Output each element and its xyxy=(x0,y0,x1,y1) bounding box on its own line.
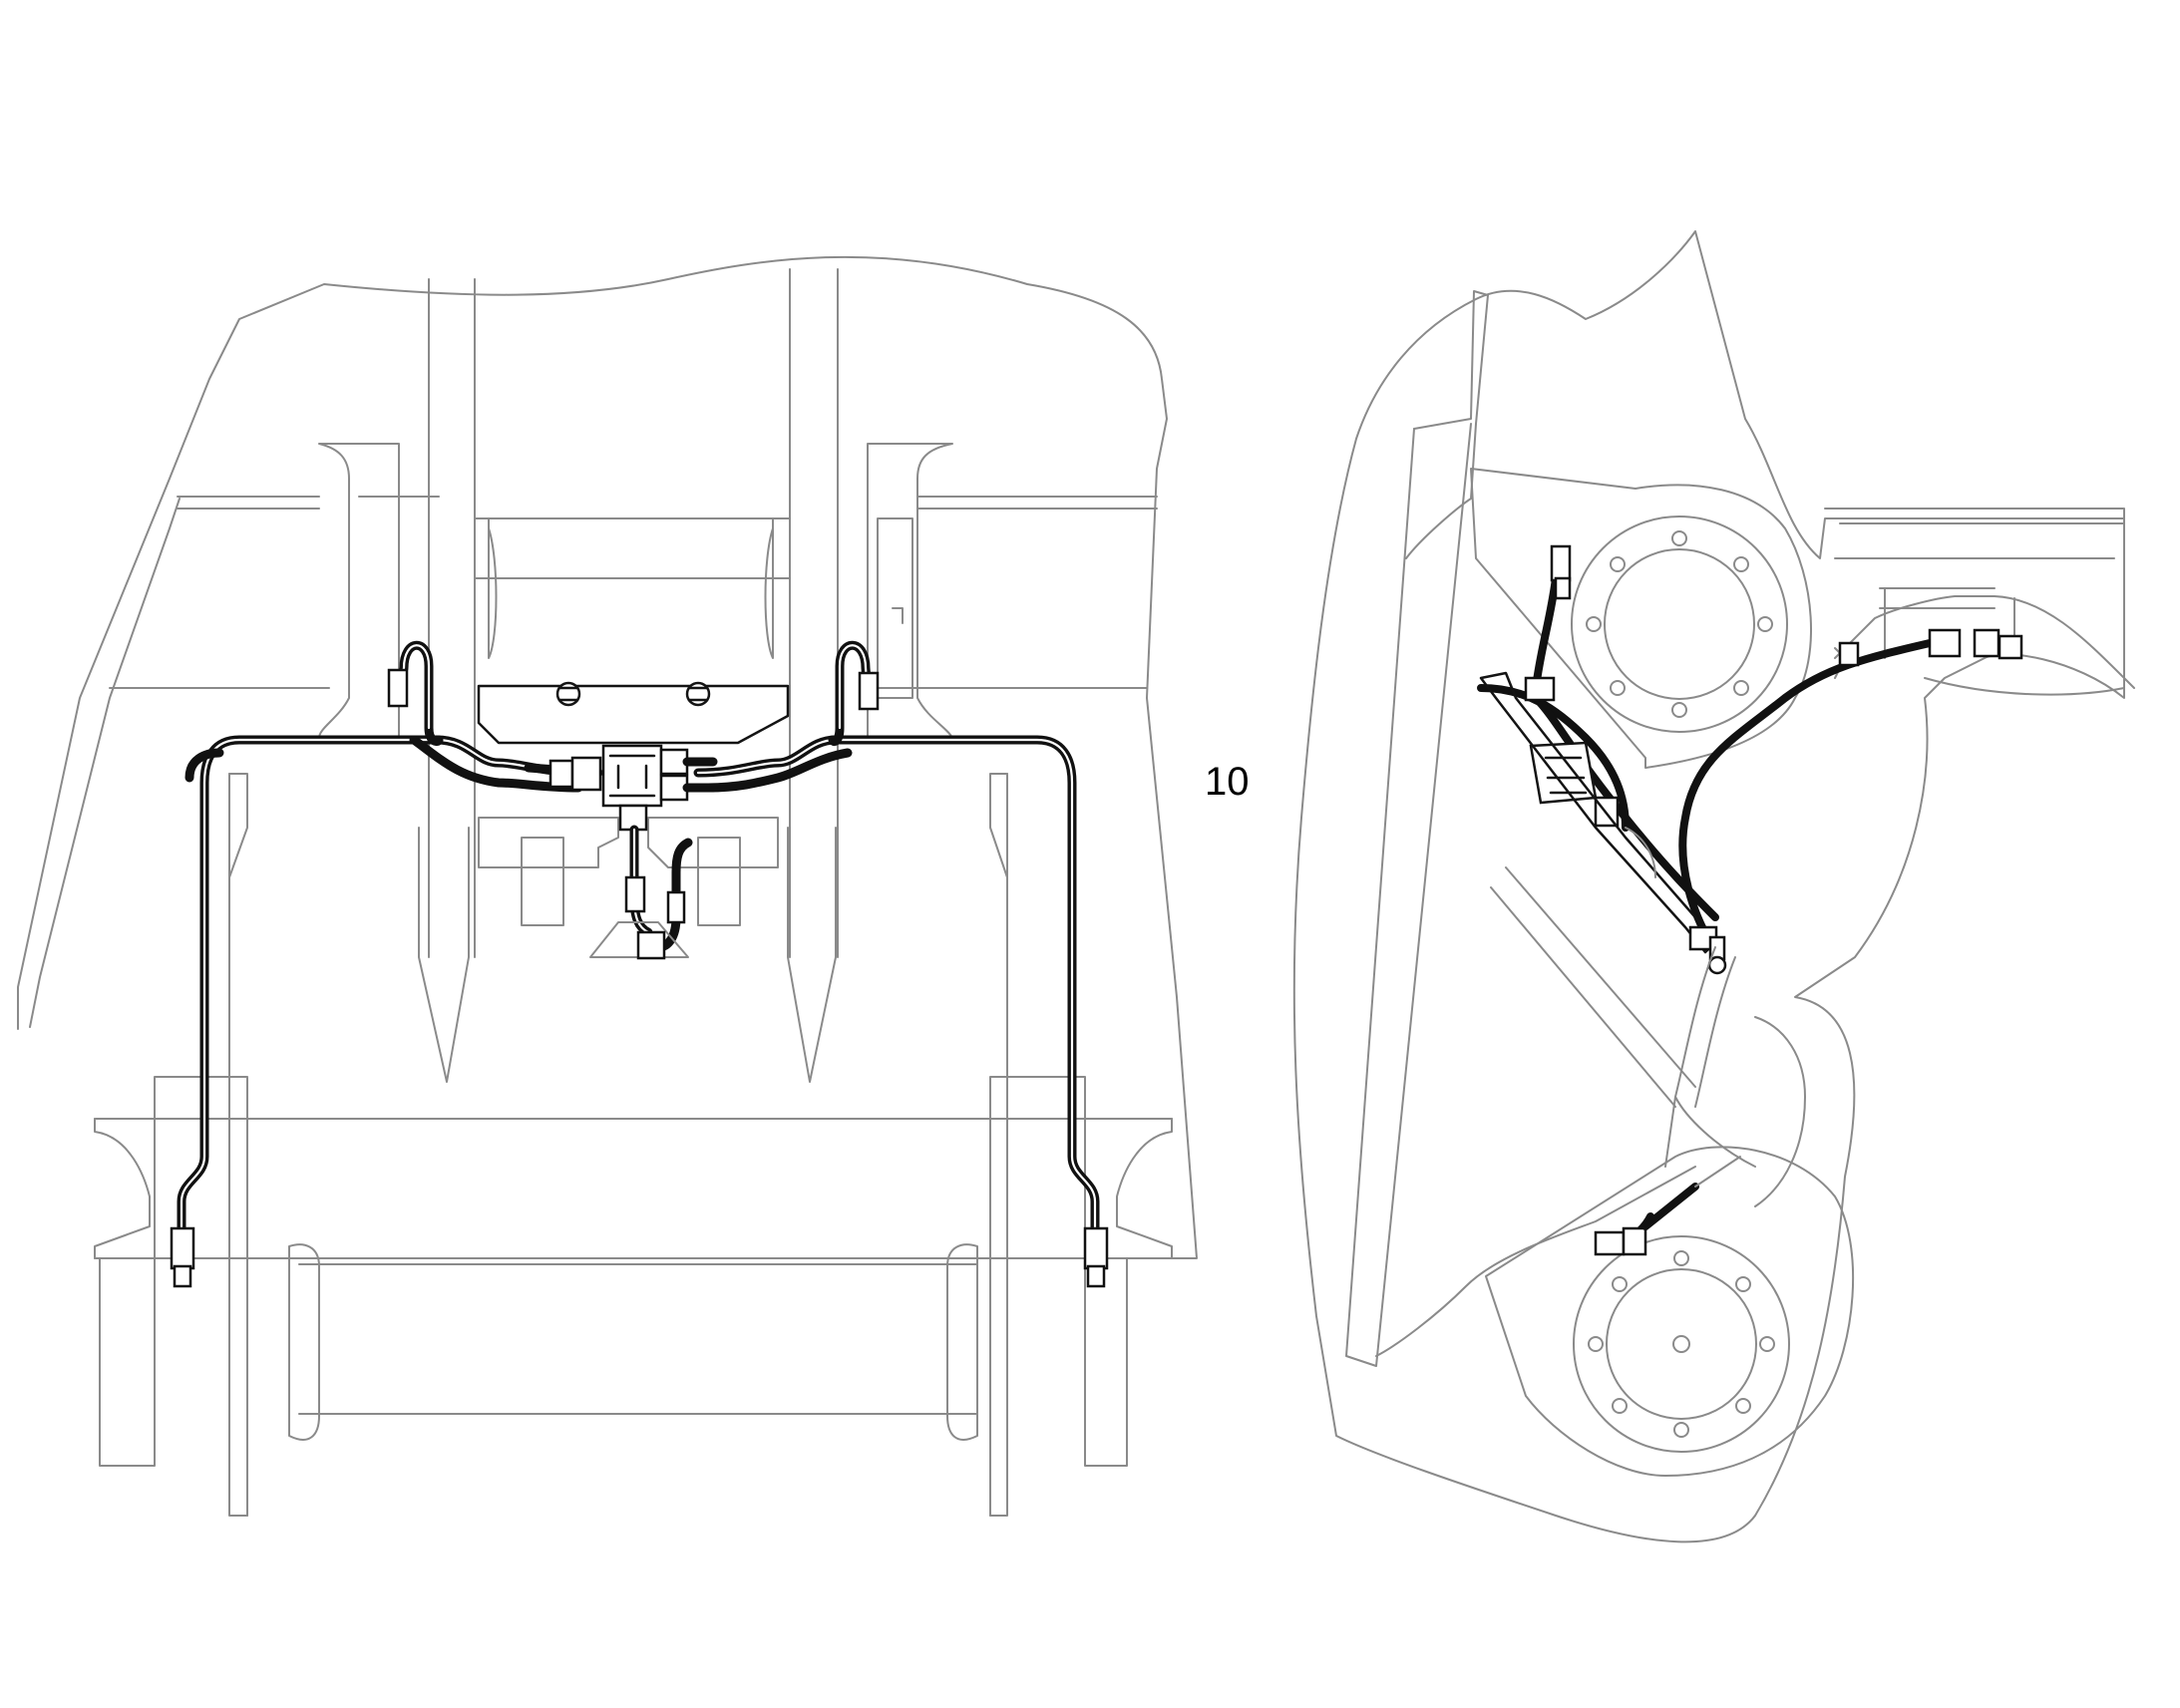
manifold-right-hoses xyxy=(682,757,718,793)
hub-upper-hose xyxy=(1532,574,1560,692)
callout-10-label: 10 xyxy=(1205,760,1250,804)
right-tine xyxy=(787,827,837,1083)
boom-arm-underside xyxy=(1924,677,2125,696)
lower-hub-hose-fitting-b xyxy=(1622,1226,1647,1256)
right-end-fitting xyxy=(1083,1226,1109,1270)
lower-hub-bolts xyxy=(1588,1250,1775,1438)
lower-mechanism-housing xyxy=(1485,1146,1855,1477)
lower-frame-right-outer xyxy=(989,1257,1128,1517)
lower-frame-right-ear xyxy=(1116,1118,1173,1259)
lower-bracket-block-right xyxy=(697,837,741,926)
side-view-upper-panel xyxy=(1405,290,1489,559)
diagonal-hose-lower xyxy=(1532,694,1719,921)
secondary-hose-loop xyxy=(184,735,853,793)
lower-hub-hose-tail xyxy=(1694,1156,1741,1188)
boom-hose-fitting-a xyxy=(1928,628,1962,658)
lower-hub-hose-fitting-a xyxy=(1594,1230,1626,1256)
left-end-fitting-nut xyxy=(173,1264,192,1288)
left-end-fitting xyxy=(170,1226,195,1270)
boom-hose-end-left xyxy=(1838,641,1860,667)
diagonal-lower-edge xyxy=(1490,866,1696,1108)
lower-hub-outer xyxy=(1573,1235,1790,1453)
lower-frame-crossbar xyxy=(298,1263,978,1415)
right-upper-hose-core xyxy=(838,644,870,730)
lower-bracket xyxy=(478,817,779,868)
manifold-left-fitting-a xyxy=(548,759,574,789)
left-flange xyxy=(318,443,400,739)
center-left-column xyxy=(488,517,498,659)
upper-hub-inner xyxy=(1604,548,1755,700)
upper-hub-outer xyxy=(1571,515,1788,733)
plate-bolt-left xyxy=(555,681,581,707)
boom-hose-fitting-b xyxy=(1973,628,2000,658)
lower-return-fitting xyxy=(666,890,686,924)
hub-upper-hose-fitting xyxy=(1550,544,1572,582)
upper-band xyxy=(177,496,1158,510)
side-view-outer-silhouette xyxy=(1292,230,2125,1543)
lower-frame-left-ear xyxy=(94,1118,151,1259)
plate-bolt-left-hex xyxy=(557,686,579,702)
plate-bolt-right xyxy=(685,681,711,707)
side-curved-arm-2 xyxy=(1754,1016,1806,1207)
manifold-plate xyxy=(477,684,790,745)
side-view-diagonal-panel xyxy=(1345,423,1472,1367)
right-side-bracket xyxy=(877,517,913,699)
lower-connector-block xyxy=(636,930,666,960)
left-post xyxy=(428,278,476,958)
diagonal-fitting-a xyxy=(1524,676,1556,702)
front-view-housing-inner xyxy=(29,498,181,1028)
left-upper-hose-core xyxy=(397,644,431,730)
right-upper-fitting xyxy=(858,671,880,711)
upper-hub-bolts xyxy=(1586,530,1773,718)
lower-frame-left-tine-long xyxy=(228,773,248,878)
manifold-valve-detail xyxy=(608,754,656,798)
lower-frame-top xyxy=(94,1118,1173,1259)
lower-frame-right-tine-long xyxy=(989,773,1008,878)
side-view xyxy=(1292,230,2135,1543)
boom-arm xyxy=(1824,508,2135,689)
plate-bolt-right-hex xyxy=(687,686,709,702)
right-flange xyxy=(867,443,953,739)
upper-mechanism-housing xyxy=(1470,468,1813,769)
lower-hub-inner xyxy=(1606,1268,1757,1420)
left-upper-fitting xyxy=(387,668,409,708)
lower-frame-left-rail xyxy=(228,773,248,1517)
right-end-fitting-nut xyxy=(1086,1264,1106,1288)
diagonal-hose-upper xyxy=(1477,684,1630,832)
center-right-column xyxy=(764,517,774,659)
manifold-left-fitting-b xyxy=(570,756,602,792)
main-hose-loop-core xyxy=(180,738,1097,1243)
lower-hub-center xyxy=(1672,1335,1690,1353)
lower-bracket-block-left xyxy=(521,837,564,926)
center-plate xyxy=(474,517,791,579)
right-post xyxy=(789,268,839,958)
hub-upper-hose-fitting-2 xyxy=(1554,576,1572,600)
diagonal-sleeve-detail xyxy=(1625,827,1656,878)
lower-frame-right-rail xyxy=(989,773,1008,1517)
side-view-diagonal-inner xyxy=(1375,1166,1696,1357)
boom-arm-details xyxy=(1879,587,2015,659)
left-tine xyxy=(418,827,470,1083)
lower-hub-hose-run xyxy=(1641,1183,1699,1230)
lower-frame-left-wheel xyxy=(288,1243,320,1441)
boom-hose-fitting-c xyxy=(1998,634,2023,660)
lower-frame-right-wheel xyxy=(946,1243,978,1441)
side-curved-arm xyxy=(1664,946,1756,1168)
lower-frame-left-outer xyxy=(99,1257,248,1517)
diagonal-end-cap xyxy=(1707,955,1727,975)
lower-drop-fitting xyxy=(624,875,646,913)
front-view xyxy=(17,255,1198,1517)
